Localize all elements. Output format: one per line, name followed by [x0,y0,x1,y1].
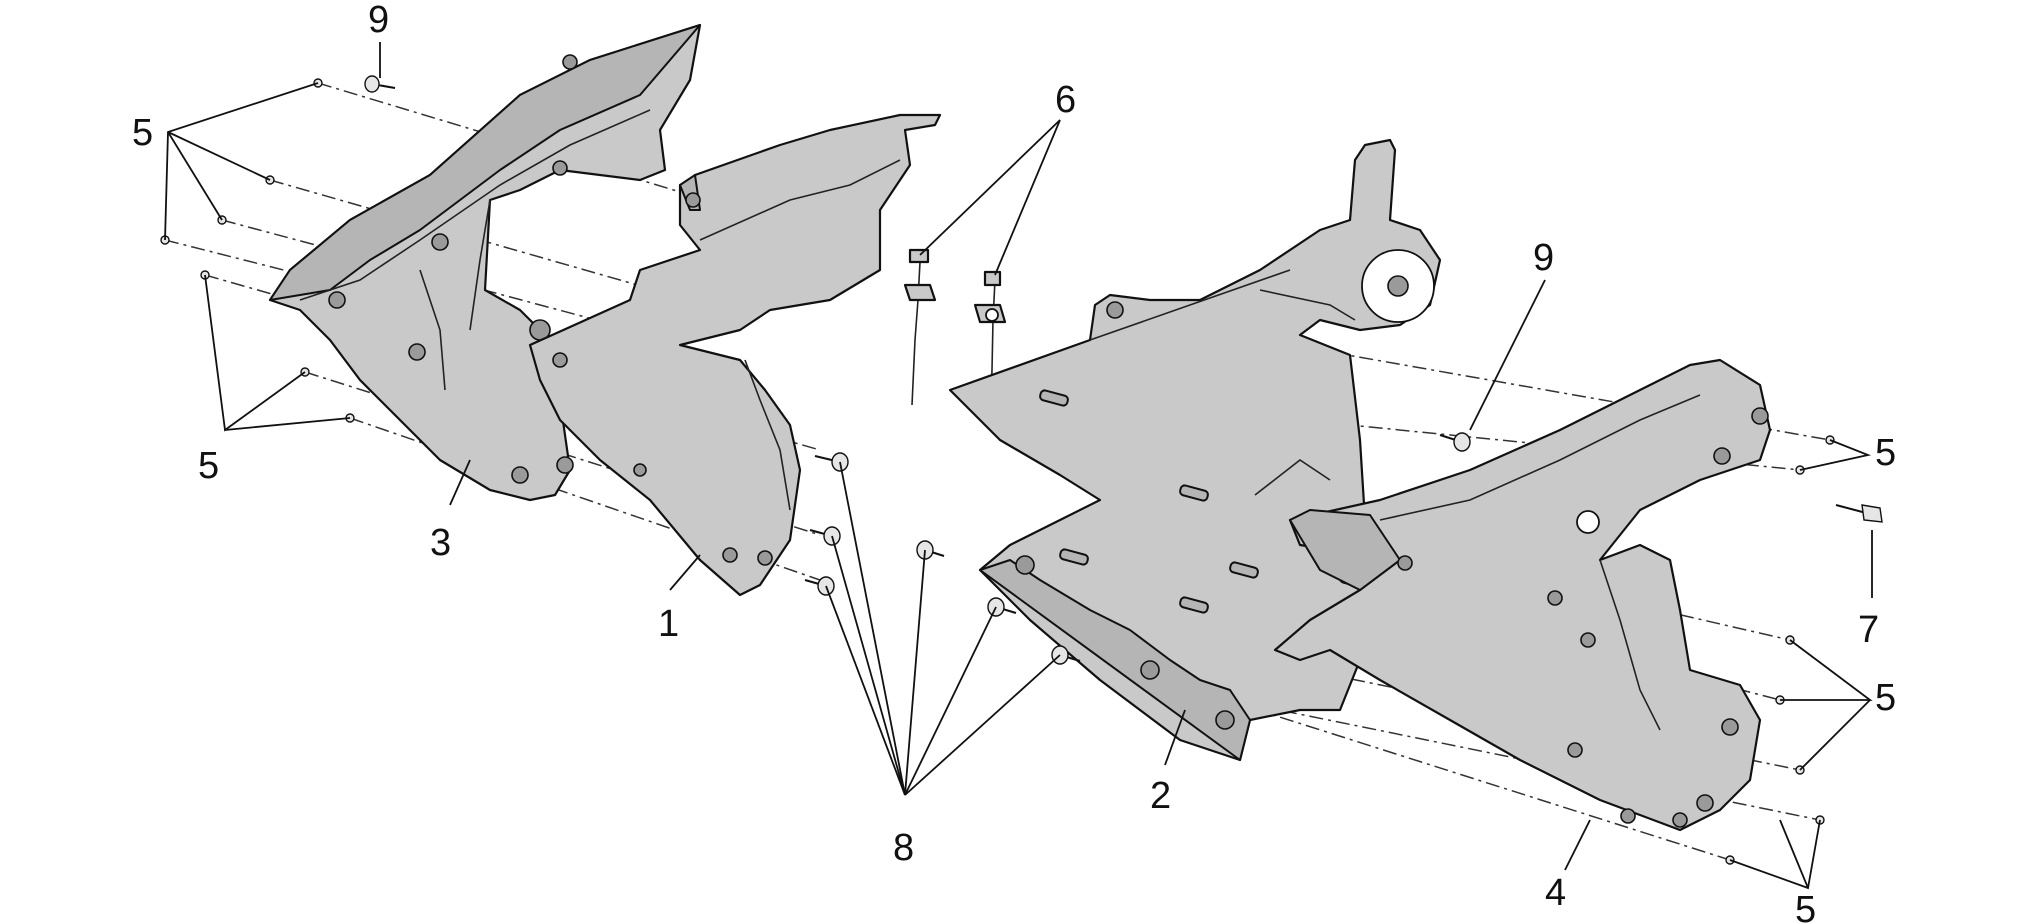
part-4-right-lower-fairing [1273,358,1772,832]
callout-5-top-left: 5 [132,112,153,154]
part-9-screws [364,75,1471,452]
part-2-center-belly-panel [948,138,1442,762]
callout-5-right-upper: 5 [1875,432,1896,474]
screw [916,540,945,560]
part-3-upper-left-fairing [268,23,702,502]
callout-5-bottom-right: 5 [1795,889,1816,924]
leader-lines [164,42,1873,890]
callout-1: 1 [658,603,679,645]
screw [814,452,849,472]
screw [804,576,835,596]
callout-6: 6 [1055,79,1076,121]
screw [364,75,396,93]
callout-8: 8 [893,827,914,869]
callout-4: 4 [1545,872,1566,914]
callout-9-right: 9 [1533,237,1554,279]
callout-5-right-mid: 5 [1875,677,1896,719]
callout-2: 2 [1150,775,1171,817]
callout-5-mid-left: 5 [198,445,219,487]
part-6-cable-ties [903,248,1007,431]
screw [809,526,841,546]
callout-3: 3 [430,522,451,564]
part-7-fastener [1835,504,1883,523]
callout-9-left: 9 [368,0,389,41]
callout-7: 7 [1858,609,1879,651]
screw [1439,432,1471,452]
callout-labels: 9 5 5 3 1 6 8 2 9 5 7 5 4 5 [132,0,1896,924]
part-1-inner-fairing [528,113,942,597]
